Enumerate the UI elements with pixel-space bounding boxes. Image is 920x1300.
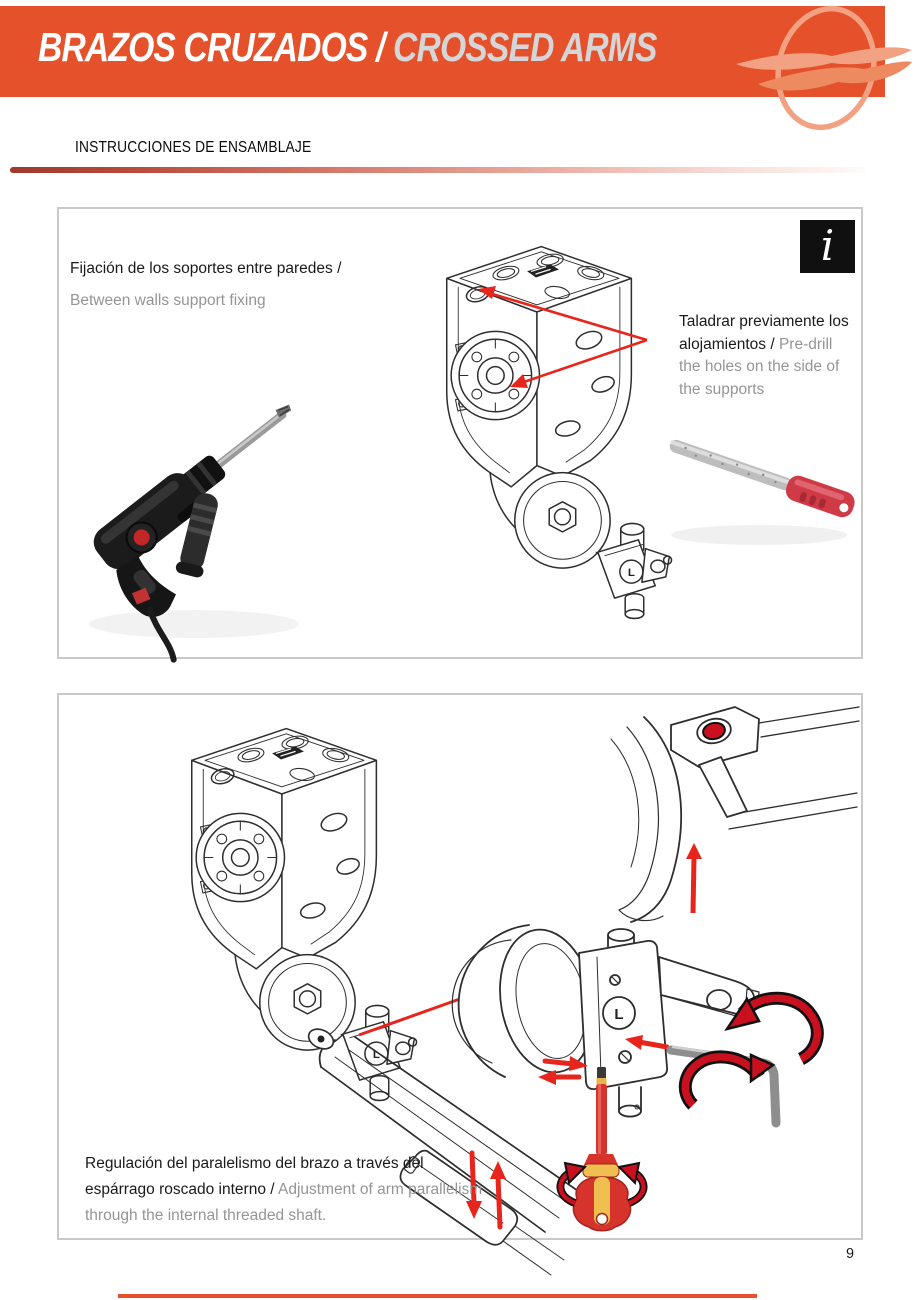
section-label: INSTRUCCIONES DE ENSAMBLAJE [75, 139, 312, 156]
panel1-note: Taladrar previamente los alojamientos / … [679, 311, 855, 401]
panel2-caption-es: Regulación del paralelismo del brazo a t… [85, 1155, 424, 1198]
arm-vertical-arrows [466, 1150, 506, 1230]
panel1-caption-es: Fijación de los soportes entre paredes / [70, 260, 342, 277]
header-band [0, 6, 885, 97]
drill-bit-photo [669, 439, 855, 545]
page-title-en: CROSSED ARMS [384, 24, 657, 70]
panel1-note-en: Pre-drill the holes on the side of the s… [679, 335, 840, 398]
panel2-caption-en: Adjustment of arm parallelism through th… [85, 1181, 483, 1224]
rotation-arrow-upper [724, 991, 824, 1065]
rotation-arrow-lower [678, 1050, 776, 1110]
shaft-direction-arrows [538, 1035, 670, 1085]
panel-support-fixing: Fijación de los soportes entre paredes /… [57, 207, 863, 663]
arm-drawing [307, 1028, 582, 1276]
pre-drill-pointer-arrows [478, 286, 648, 388]
page-title-es: BRAZOS CRUZADOS / [38, 24, 385, 70]
panel1-caption-en: Between walls support fixing [70, 292, 266, 309]
detail-up-arrow [686, 843, 702, 914]
page-title: BRAZOS CRUZADOS / CROSSED ARMS [38, 24, 657, 71]
section-divider [10, 167, 866, 173]
panel-arm-adjustment: L [57, 693, 863, 1276]
info-icon: i [800, 220, 855, 273]
info-icon-glyph: i [820, 221, 835, 270]
bottom-accent-bar [118, 1294, 757, 1298]
joint-shaft-detail: L [451, 924, 760, 1118]
panel1-caption: Fijación de los soportes entre paredes /… [70, 253, 430, 317]
brand-logo [736, 4, 914, 136]
brand-logo-icon [736, 5, 912, 131]
panel2-caption: Regulación del paralelismo del brazo a t… [85, 1151, 487, 1229]
handle-rotation-arrows [556, 1161, 648, 1207]
page-number: 9 [846, 1246, 855, 1262]
panel1-note-es: Taladrar previamente los alojamientos / [679, 313, 849, 353]
hammer-drill-photo [89, 404, 299, 663]
svg-text:L: L [614, 1006, 623, 1023]
pivot-red-dot [702, 721, 726, 741]
bracket-drawing [445, 245, 673, 620]
screwdriver [572, 1067, 632, 1232]
arm-adjustment-drawing: L [190, 706, 860, 1276]
joint-locked-detail [610, 706, 860, 923]
